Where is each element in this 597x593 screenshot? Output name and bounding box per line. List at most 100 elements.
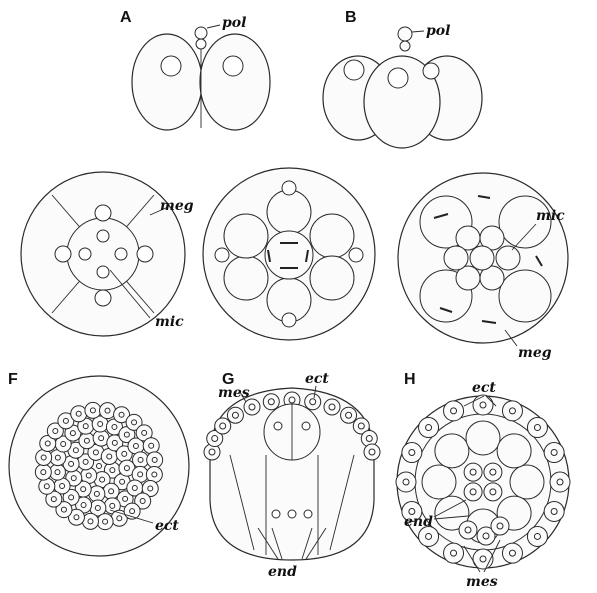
- nucleus: [51, 497, 56, 502]
- nucleus: [470, 489, 476, 495]
- polar-body: [195, 27, 207, 39]
- nucleus: [90, 408, 95, 413]
- nucleus: [534, 425, 540, 431]
- nucleus: [451, 408, 457, 414]
- nucleus: [55, 470, 60, 475]
- nucleus: [497, 523, 503, 529]
- nucleus: [110, 503, 115, 508]
- label-mic: mic: [536, 208, 565, 224]
- polar-body: [400, 41, 410, 51]
- nucleus: [274, 422, 282, 430]
- nucleus: [161, 56, 181, 76]
- label-mic: mic: [155, 314, 184, 330]
- nucleus: [97, 230, 109, 242]
- nucleus: [112, 440, 117, 445]
- nucleus: [480, 556, 486, 562]
- nucleus: [83, 459, 88, 464]
- nucleus: [534, 533, 540, 539]
- nucleus: [130, 509, 135, 514]
- panel-g: G end mes ect: [204, 371, 380, 580]
- nucleus: [109, 489, 114, 494]
- nucleus: [304, 510, 312, 518]
- nucleus: [95, 205, 111, 221]
- label-mes: mes: [466, 574, 498, 590]
- label-meg: meg: [518, 345, 552, 361]
- nucleus: [465, 527, 471, 533]
- nucleus: [490, 469, 496, 475]
- nucleus: [289, 397, 295, 403]
- panel-letter-h: H: [404, 371, 416, 388]
- panel-d: D: [203, 168, 375, 340]
- nucleus: [426, 533, 432, 539]
- nucleus: [483, 533, 489, 539]
- nucleus: [557, 479, 563, 485]
- panel-letter-b: B: [345, 9, 357, 26]
- label-leader: [207, 25, 220, 28]
- nucleus: [79, 248, 91, 260]
- nucleus: [451, 550, 457, 556]
- nucleus: [88, 519, 93, 524]
- cell: [422, 465, 456, 499]
- panel-h: H ect end mes: [396, 371, 570, 590]
- nucleus: [44, 484, 49, 489]
- nucleus: [124, 432, 129, 437]
- nucleus: [209, 449, 215, 455]
- cell: [435, 434, 469, 468]
- label-pol: pol: [426, 23, 450, 39]
- label-mes: mes: [218, 385, 250, 401]
- polar-body: [398, 27, 412, 41]
- nucleus: [220, 423, 226, 429]
- nucleus: [152, 457, 157, 462]
- label-meg: meg: [160, 198, 194, 214]
- cell: [310, 256, 354, 300]
- blastomere-right: [200, 34, 270, 130]
- label-end: end: [404, 514, 433, 530]
- nucleus: [133, 444, 138, 449]
- nucleus: [93, 450, 98, 455]
- nucleus: [107, 454, 112, 459]
- nucleus: [310, 399, 316, 405]
- nucleus: [95, 505, 100, 510]
- nucleus: [99, 436, 104, 441]
- nucleus: [86, 473, 91, 478]
- nucleus: [272, 510, 280, 518]
- nucleus: [346, 412, 352, 418]
- nucleus: [97, 266, 109, 278]
- nucleus: [120, 479, 125, 484]
- panel-letter-f: F: [8, 371, 18, 388]
- nucleus: [53, 428, 58, 433]
- micromere: [470, 246, 494, 270]
- nucleus: [81, 487, 86, 492]
- nucleus: [232, 412, 238, 418]
- nucleus: [509, 550, 515, 556]
- nucleus: [551, 508, 557, 514]
- nucleus: [94, 491, 99, 496]
- nucleus: [76, 411, 81, 416]
- nucleus: [329, 404, 335, 410]
- cell: [267, 190, 311, 234]
- micromere: [444, 246, 468, 270]
- nucleus: [140, 499, 145, 504]
- panel-a: A pol: [120, 9, 270, 130]
- nucleus: [369, 449, 375, 455]
- nucleus: [69, 461, 74, 466]
- nucleus: [490, 489, 496, 495]
- panel-c: C meg mic: [21, 172, 194, 336]
- nucleus: [119, 412, 124, 417]
- nucleus: [112, 424, 117, 429]
- nucleus: [100, 477, 105, 482]
- panel-letter-a: A: [120, 9, 132, 26]
- nucleus: [403, 479, 409, 485]
- nucleus: [60, 483, 65, 488]
- cell: [224, 214, 268, 258]
- nucleus: [73, 448, 78, 453]
- nucleus: [115, 248, 127, 260]
- nucleus: [215, 248, 229, 262]
- nucleus: [122, 451, 127, 456]
- nucleus: [137, 246, 153, 262]
- cell: [310, 214, 354, 258]
- label-ect: ect: [305, 371, 329, 387]
- nucleus: [344, 60, 364, 80]
- micromere-ring: [67, 218, 139, 290]
